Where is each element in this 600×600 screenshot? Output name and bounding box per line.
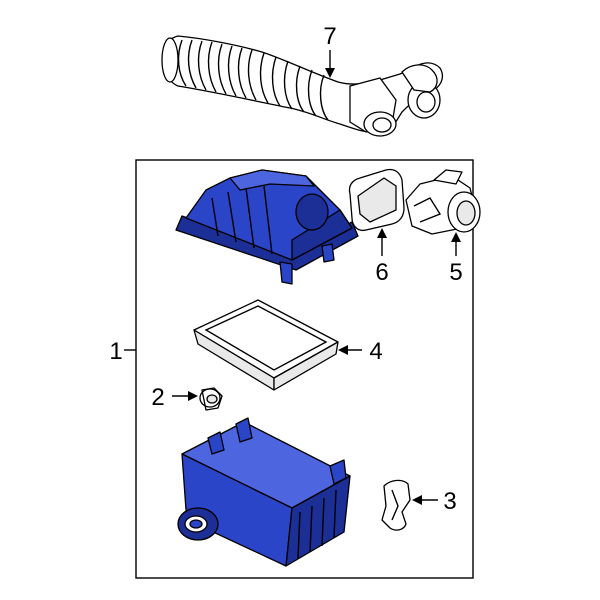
callout-6: 6 <box>375 259 388 286</box>
callout-1: 1 <box>109 338 122 365</box>
bracket-part[interactable] <box>381 479 411 531</box>
callout-3: 3 <box>443 488 456 515</box>
grommet-part[interactable] <box>199 387 223 411</box>
callout-7: 7 <box>323 23 336 50</box>
leader-lines <box>124 50 461 505</box>
gasket-part[interactable] <box>348 168 405 232</box>
callout-2: 2 <box>151 384 164 411</box>
air-filter-element-part[interactable] <box>193 299 339 391</box>
assembly-frame <box>135 159 474 579</box>
intake-duct-part[interactable] <box>161 35 444 137</box>
air-cleaner-cover-part[interactable] <box>175 169 359 285</box>
air-cleaner-housing-part[interactable] <box>177 417 351 567</box>
callout-4: 4 <box>369 338 382 365</box>
mass-airflow-sensor-part[interactable] <box>405 169 481 235</box>
callout-5: 5 <box>449 259 462 286</box>
